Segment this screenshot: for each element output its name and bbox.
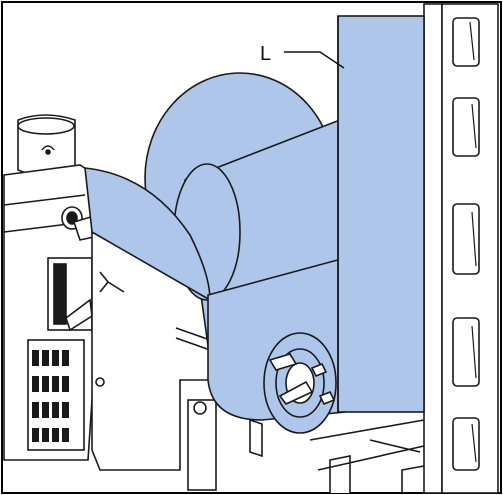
mounting-plate [91, 230, 425, 493]
callout-l: L [260, 43, 345, 69]
side-frame [423, 3, 499, 494]
roll-core-lock-icon [278, 380, 314, 405]
callout-leader [284, 51, 345, 69]
paper-roll [84, 15, 425, 434]
left-machine [3, 114, 102, 461]
callout-label: L [260, 43, 271, 65]
front-flange [84, 167, 211, 302]
web-strip [337, 15, 425, 413]
